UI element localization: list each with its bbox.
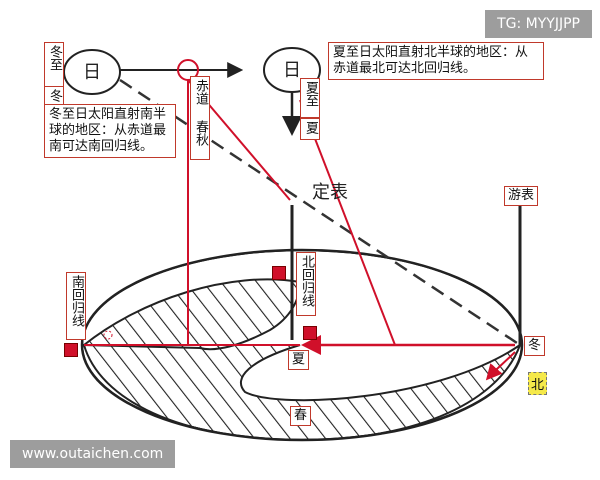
marker-summer [303, 326, 317, 340]
winter-description: 冬至日太阳直射南半球的地区：从赤道最南可达南回归线。 [44, 104, 176, 158]
watermark-bottom: www.outaichen.com [10, 440, 176, 468]
label-summer-small: 夏 [300, 118, 320, 140]
dashed-sun-line [119, 78, 521, 347]
winter-sun-glyph: 日 [83, 62, 101, 83]
label-winter-point: 冬 [524, 336, 546, 356]
label-summer-solstice: 夏至 [300, 78, 320, 118]
label-tropic-cancer: 北回归线 [296, 252, 316, 316]
label-winter-small: 冬 [44, 86, 64, 106]
label-summer-point: 夏 [288, 350, 310, 370]
label-tropic-capricorn: 南回归线 [66, 272, 86, 340]
watermark-top: TG: MYYJJPP [485, 10, 592, 38]
marker-cancer [272, 266, 286, 280]
label-spring-point: 春 [290, 406, 312, 426]
label-equator-equinox: 赤道 春秋 [190, 76, 210, 160]
summer-ray [299, 99, 396, 346]
winter-sun [63, 49, 121, 95]
label-winter-solstice: 冬至 [44, 42, 64, 90]
return-arrow [485, 351, 516, 381]
south-dot [103, 330, 113, 340]
summer-sun-glyph: 日 [283, 60, 301, 81]
marker-south [64, 343, 78, 357]
label-north: 北 [528, 372, 548, 395]
label-fixed-pole: 定表 [312, 182, 348, 203]
summer-description: 夏至日太阳直射北半球的地区：从赤道最北可达北回归线。 [328, 42, 544, 80]
label-moving-pole: 游表 [504, 186, 539, 206]
